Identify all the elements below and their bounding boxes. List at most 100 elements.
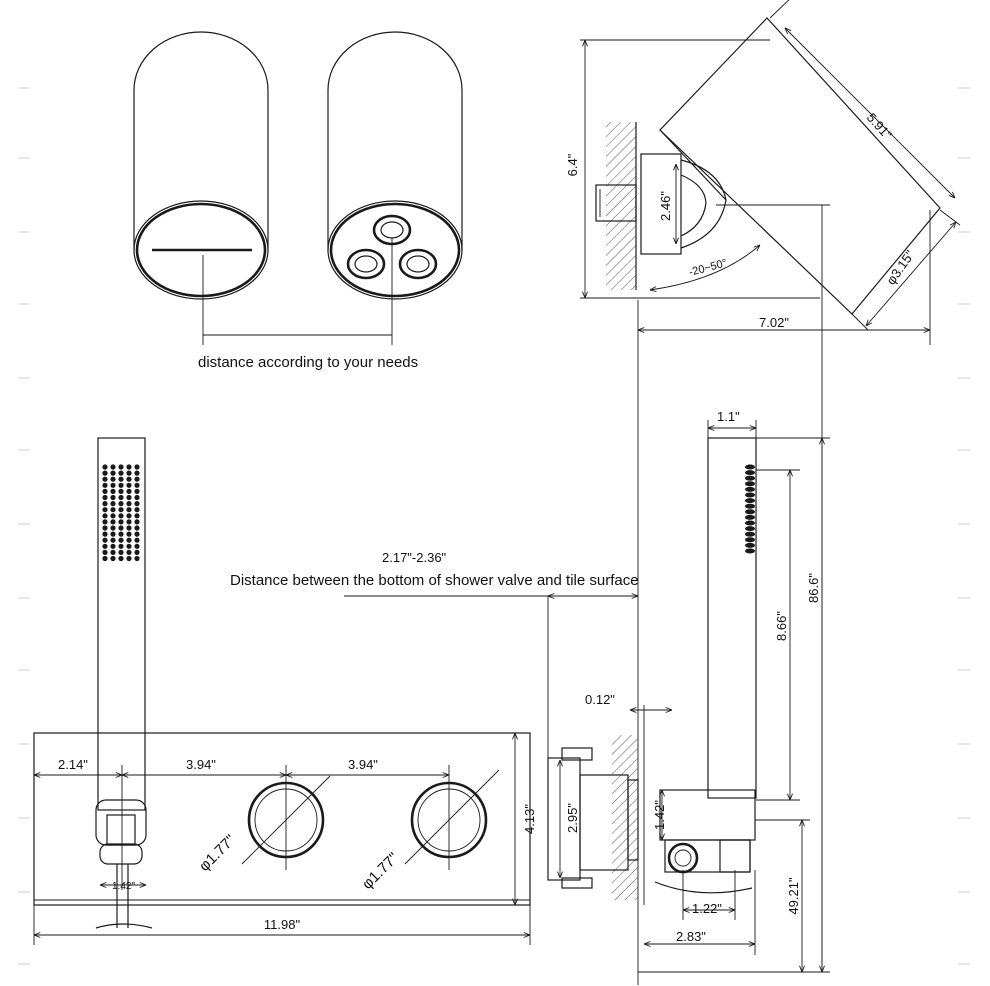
nozzle-dot: [134, 549, 140, 556]
floor-height-label: 49.21": [786, 877, 801, 915]
nozzle-dot: [118, 476, 124, 482]
nozzle-dot: [110, 549, 116, 556]
nozzle-dot: [102, 531, 108, 537]
nozzle-dot: [110, 543, 116, 549]
nozzle-dot: [126, 513, 132, 519]
spout-diameter-label: φ3.15": [883, 247, 918, 287]
valve-height-label: 2.95": [565, 803, 580, 833]
spacing-1-label: 3.94": [186, 757, 216, 772]
nozzle-dot: [134, 531, 140, 537]
nozzle-dot: [745, 537, 755, 543]
nozzle-dot: [745, 531, 755, 537]
nozzle-dot: [745, 514, 755, 520]
nozzle-dot: [102, 555, 108, 562]
nozzle-dot: [118, 555, 124, 562]
nozzle-dot: [102, 470, 108, 476]
nozzle-dot: [745, 509, 755, 515]
nozzle-dot: [745, 464, 755, 470]
nozzle-dot: [134, 488, 140, 494]
nozzle-dot: [126, 501, 132, 507]
bracket-height-label: 1.42": [652, 800, 667, 830]
nozzle-dot: [110, 494, 116, 501]
nozzle-dot: [745, 486, 755, 492]
spout-length-label: 5.91": [864, 110, 895, 143]
nozzle-dot: [134, 470, 140, 476]
left-offset-label: 2.14": [58, 757, 88, 772]
nozzle-dot: [110, 507, 116, 513]
nozzle-dot: [102, 537, 108, 543]
nozzle-dot: [110, 537, 116, 543]
nozzle-dot: [134, 525, 140, 531]
knob-1-diameter-label: φ1.77": [196, 832, 239, 875]
tile-distance-dimension: [344, 596, 638, 760]
overall-height-label: 86.6": [806, 573, 821, 603]
front-plate: [33, 732, 531, 906]
nozzle-dot: [126, 482, 132, 488]
nozzle-dot: [118, 501, 124, 507]
nozzle-dot: [126, 488, 132, 494]
wall-hatch-top: [606, 122, 637, 290]
nozzle-dot: [118, 470, 124, 476]
nozzle-dot: [118, 494, 124, 501]
nozzle-dot: [102, 464, 108, 470]
handheld-shower-front: [95, 437, 153, 929]
side-dimensions: [560, 420, 830, 973]
depth-1-label: 1.22": [692, 901, 722, 916]
nozzle-dot: [745, 526, 755, 532]
nozzle-dot: [126, 470, 132, 476]
nozzle-dot: [134, 513, 140, 519]
nozzle-dot: [745, 470, 755, 476]
valve-body-side: [547, 747, 639, 889]
nozzle-dot: [102, 482, 108, 488]
nozzle-dot: [126, 525, 132, 531]
nozzle-dot: [110, 476, 116, 482]
nozzle-dot: [110, 470, 116, 476]
handle-length-label: 8.66": [774, 611, 789, 641]
nozzle-dot: [118, 488, 124, 494]
nozzle-dot: [102, 507, 108, 513]
wall-hatch-bottom: [612, 705, 645, 905]
nozzle-dot: [102, 543, 108, 549]
nozzle-dot: [126, 543, 132, 549]
nozzle-dot: [134, 519, 140, 525]
spout-cylinder-left: [133, 31, 269, 300]
nozzle-dot: [102, 525, 108, 531]
nozzle-dot: [118, 549, 124, 556]
nozzle-dot: [134, 555, 140, 562]
nozzle-dot: [118, 525, 124, 531]
nozzle-dot: [126, 555, 132, 562]
nozzle-dot: [118, 482, 124, 488]
nozzle-dot: [134, 537, 140, 543]
spout-cylinder-right: [327, 31, 463, 300]
nozzle-dot: [118, 519, 124, 525]
nozzle-dot: [102, 494, 108, 501]
nozzle-dot: [126, 507, 132, 513]
plate-height-label: 4.13": [522, 804, 537, 834]
spout-outlet-label: 2.46": [658, 191, 673, 221]
nozzle-dot: [102, 513, 108, 519]
nozzle-dot: [118, 537, 124, 543]
nozzle-dot: [745, 542, 755, 548]
nozzle-dot: [126, 531, 132, 537]
plate-width-label: 11.98": [264, 917, 301, 932]
handle-width-label: 1.1": [717, 409, 740, 424]
nozzle-dot: [110, 555, 116, 562]
nozzle-dot: [126, 476, 132, 482]
spacing-2-label: 3.94": [348, 757, 378, 772]
nozzle-dot: [134, 464, 140, 470]
spout-height-label: 6.4": [565, 153, 580, 176]
nozzle-dot: [134, 482, 140, 488]
nozzle-dot: [110, 482, 116, 488]
nozzle-dot: [126, 537, 132, 543]
nozzle-dot: [118, 513, 124, 519]
distance-dimension: [202, 238, 393, 345]
nozzle-dot: [134, 543, 140, 549]
spout-dimensions: [580, 0, 961, 345]
nozzle-dot: [102, 501, 108, 507]
tile-distance-value: 2.17"-2.36": [382, 550, 447, 565]
nozzle-dot: [110, 531, 116, 537]
nozzle-dot: [110, 464, 116, 470]
nozzle-dot: [745, 492, 755, 498]
nozzle-dot: [745, 548, 755, 554]
nozzle-dot: [134, 494, 140, 501]
